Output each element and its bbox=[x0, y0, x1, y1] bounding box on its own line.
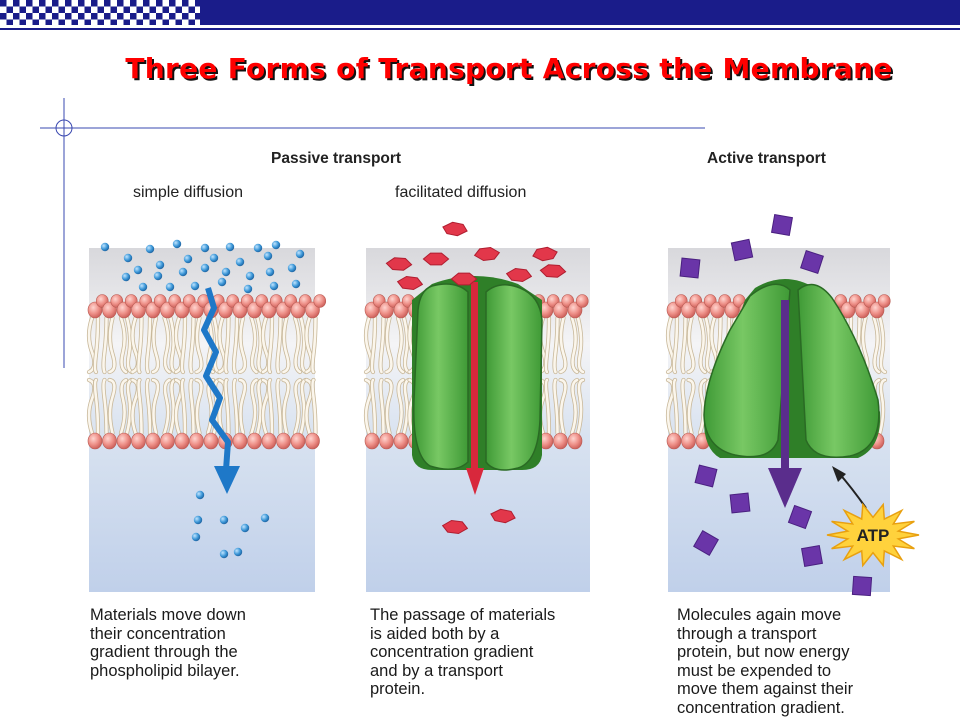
solute-molecule bbox=[121, 272, 131, 282]
solute-molecule bbox=[217, 277, 227, 287]
facilitated-diffusion-label: facilitated diffusion bbox=[395, 184, 527, 201]
diffusion-arrow bbox=[201, 287, 231, 471]
solute-molecule bbox=[153, 271, 163, 281]
solute-molecule bbox=[729, 492, 751, 514]
solute-molecule bbox=[730, 238, 754, 262]
solute-molecule bbox=[396, 275, 424, 291]
atp-starburst bbox=[826, 502, 920, 568]
diffusion-arrowhead bbox=[214, 466, 240, 494]
solute-molecule bbox=[123, 253, 133, 263]
solute-molecule bbox=[694, 464, 718, 488]
solute-molecules bbox=[100, 239, 305, 559]
pump-arrow-shaft bbox=[781, 300, 789, 472]
solute-molecule bbox=[265, 267, 275, 277]
solute-molecule bbox=[505, 267, 533, 283]
solute-molecule bbox=[190, 281, 200, 291]
atp-label: ATP bbox=[857, 526, 890, 545]
simple-diffusion-caption: Materials move down their concentration … bbox=[90, 606, 246, 680]
checker-pattern bbox=[0, 0, 200, 26]
solute-molecule bbox=[183, 254, 193, 264]
channel-protein bbox=[412, 276, 543, 471]
solute-molecule bbox=[693, 530, 719, 556]
solute-molecule bbox=[235, 257, 245, 267]
solute-molecule bbox=[490, 508, 516, 524]
simple-diffusion-label: simple diffusion bbox=[133, 184, 243, 201]
solute-molecules bbox=[385, 221, 567, 535]
solute-molecule bbox=[133, 265, 143, 275]
solute-molecule bbox=[155, 260, 165, 270]
solute-molecules bbox=[679, 213, 873, 597]
solute-molecule bbox=[100, 242, 110, 252]
solute-molecule bbox=[441, 519, 469, 535]
passive-transport-heading: Passive transport bbox=[271, 150, 402, 167]
solute-molecule bbox=[770, 213, 794, 237]
solute-molecule bbox=[800, 250, 824, 274]
solute-molecule bbox=[532, 246, 558, 262]
active-transport-heading: Active transport bbox=[707, 150, 826, 167]
solute-molecule bbox=[295, 249, 305, 259]
solute-molecule bbox=[260, 513, 270, 523]
solute-molecule bbox=[219, 549, 229, 559]
solute-molecule bbox=[291, 279, 301, 289]
solute-molecule bbox=[422, 252, 450, 266]
solute-molecule bbox=[209, 253, 219, 263]
lipid-tails bbox=[86, 315, 318, 436]
top-bar-stripe bbox=[0, 25, 960, 28]
slide-title: Three Forms of Transport Across the Memb… bbox=[125, 52, 893, 85]
solute-molecule bbox=[165, 282, 175, 292]
solute-molecule bbox=[473, 246, 501, 262]
solute-molecule bbox=[787, 504, 813, 530]
solute-molecule bbox=[851, 575, 873, 597]
solute-molecule bbox=[269, 281, 279, 291]
solute-molecule bbox=[219, 515, 229, 525]
solute-molecule bbox=[172, 239, 182, 249]
solute-molecule bbox=[243, 284, 253, 294]
solute-molecule bbox=[800, 544, 824, 568]
solute-molecule bbox=[191, 532, 201, 542]
solute-molecule bbox=[225, 242, 235, 252]
slide-guide-lines bbox=[40, 98, 705, 368]
top-bar bbox=[0, 0, 960, 30]
solute-molecule bbox=[178, 267, 188, 277]
solute-molecule bbox=[221, 267, 231, 277]
solute-molecule bbox=[240, 523, 250, 533]
solute-molecule bbox=[195, 490, 205, 500]
solute-molecule bbox=[450, 272, 478, 286]
active-transport-caption: Molecules again move through a transport… bbox=[677, 606, 854, 717]
solute-molecule bbox=[679, 257, 701, 279]
solute-molecule bbox=[271, 240, 281, 250]
solute-molecule bbox=[200, 263, 210, 273]
solute-molecule bbox=[539, 264, 567, 278]
channel-arrow-shaft bbox=[471, 282, 478, 472]
solute-molecule bbox=[200, 243, 210, 253]
channel-arrowhead bbox=[466, 468, 484, 495]
solute-molecule bbox=[245, 271, 255, 281]
pump-arrowhead bbox=[768, 468, 802, 508]
solute-molecule bbox=[138, 282, 148, 292]
solute-molecule bbox=[145, 244, 155, 254]
solute-molecule bbox=[233, 547, 243, 557]
phospholipid-bilayer bbox=[86, 294, 327, 450]
pump-protein bbox=[703, 279, 881, 458]
solute-molecule bbox=[253, 243, 263, 253]
solute-molecule bbox=[385, 257, 413, 271]
lipid-heads bbox=[87, 294, 327, 450]
solute-molecule bbox=[263, 251, 273, 261]
solute-molecule bbox=[442, 221, 468, 237]
facilitated-diffusion-caption: The passage of materials is aided both b… bbox=[370, 606, 556, 698]
solute-molecule bbox=[287, 263, 297, 273]
atp-pointer-arrowhead bbox=[832, 466, 846, 482]
solute-molecule bbox=[193, 515, 203, 525]
